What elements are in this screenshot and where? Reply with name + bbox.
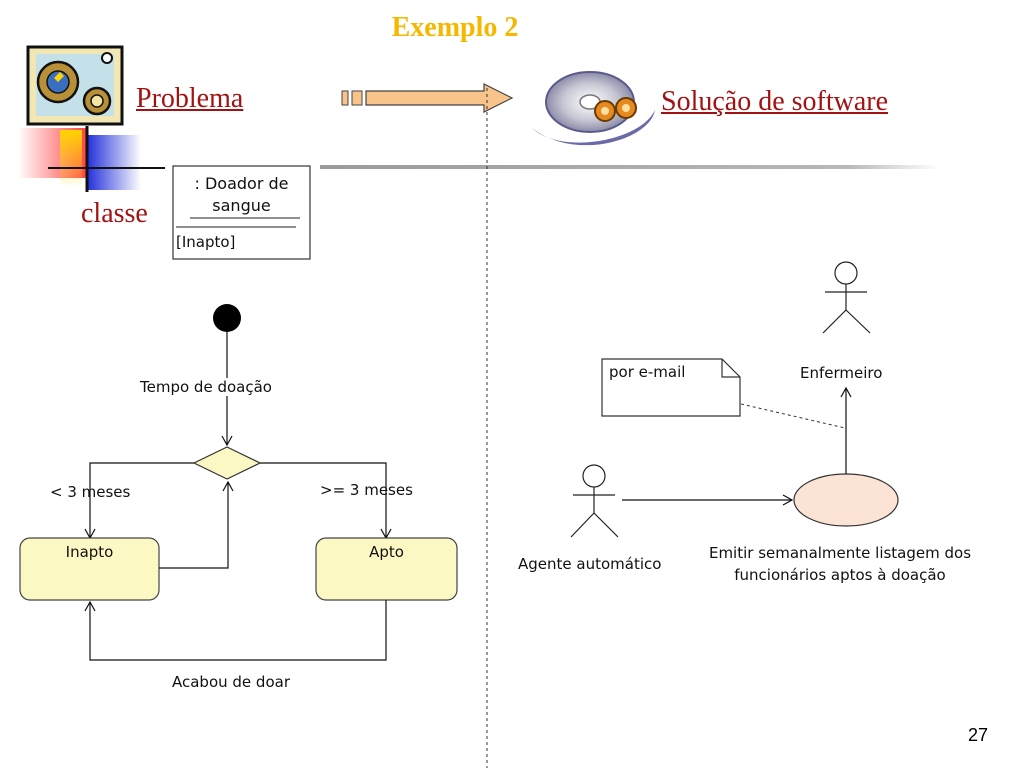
object-name-line2: sangue [212, 196, 271, 215]
slide-title: Exemplo 2 [391, 12, 519, 43]
note-text: por e-mail [609, 363, 686, 381]
initial-node [213, 304, 241, 332]
problem-link[interactable]: Problema [136, 83, 244, 114]
use-case-label-line2: funcionários aptos à doação [734, 566, 946, 584]
object-state: [Inapto] [176, 233, 236, 251]
use-case-diagram [570, 261, 899, 538]
note-shape [601, 358, 741, 417]
solution-link[interactable]: Solução de software [661, 86, 889, 117]
block-arrow-icon [341, 83, 514, 113]
guard-label-left: < 3 meses [50, 483, 131, 501]
header-rule [320, 165, 940, 169]
software-cd-icon [532, 71, 655, 146]
use-case-ellipse [793, 473, 899, 527]
class-label: classe [81, 198, 148, 229]
object-name-line1: : Doador de [194, 174, 289, 193]
object-box [172, 165, 311, 260]
page-number: 27 [968, 725, 989, 745]
corner-decoration [18, 126, 165, 192]
gears-icon [26, 45, 124, 126]
guard-label-right: >= 3 meses [320, 481, 413, 499]
state-apto-label: Apto [369, 543, 404, 561]
actor-agent [570, 464, 619, 538]
state-diagram [19, 304, 458, 661]
actor-nurse-label: Enfermeiro [800, 364, 883, 382]
actor-agent-label: Agente automático [518, 555, 662, 573]
transition-label-donation-time: Tempo de doação [140, 378, 272, 396]
state-inapto-label: Inapto [65, 543, 114, 561]
state-inapto [19, 537, 160, 601]
actor-nurse [822, 261, 871, 334]
transition-label-finished: Acabou de doar [172, 673, 290, 691]
use-case-label-line1: Emitir semanalmente listagem dos [708, 544, 972, 562]
decision-node [192, 446, 262, 480]
